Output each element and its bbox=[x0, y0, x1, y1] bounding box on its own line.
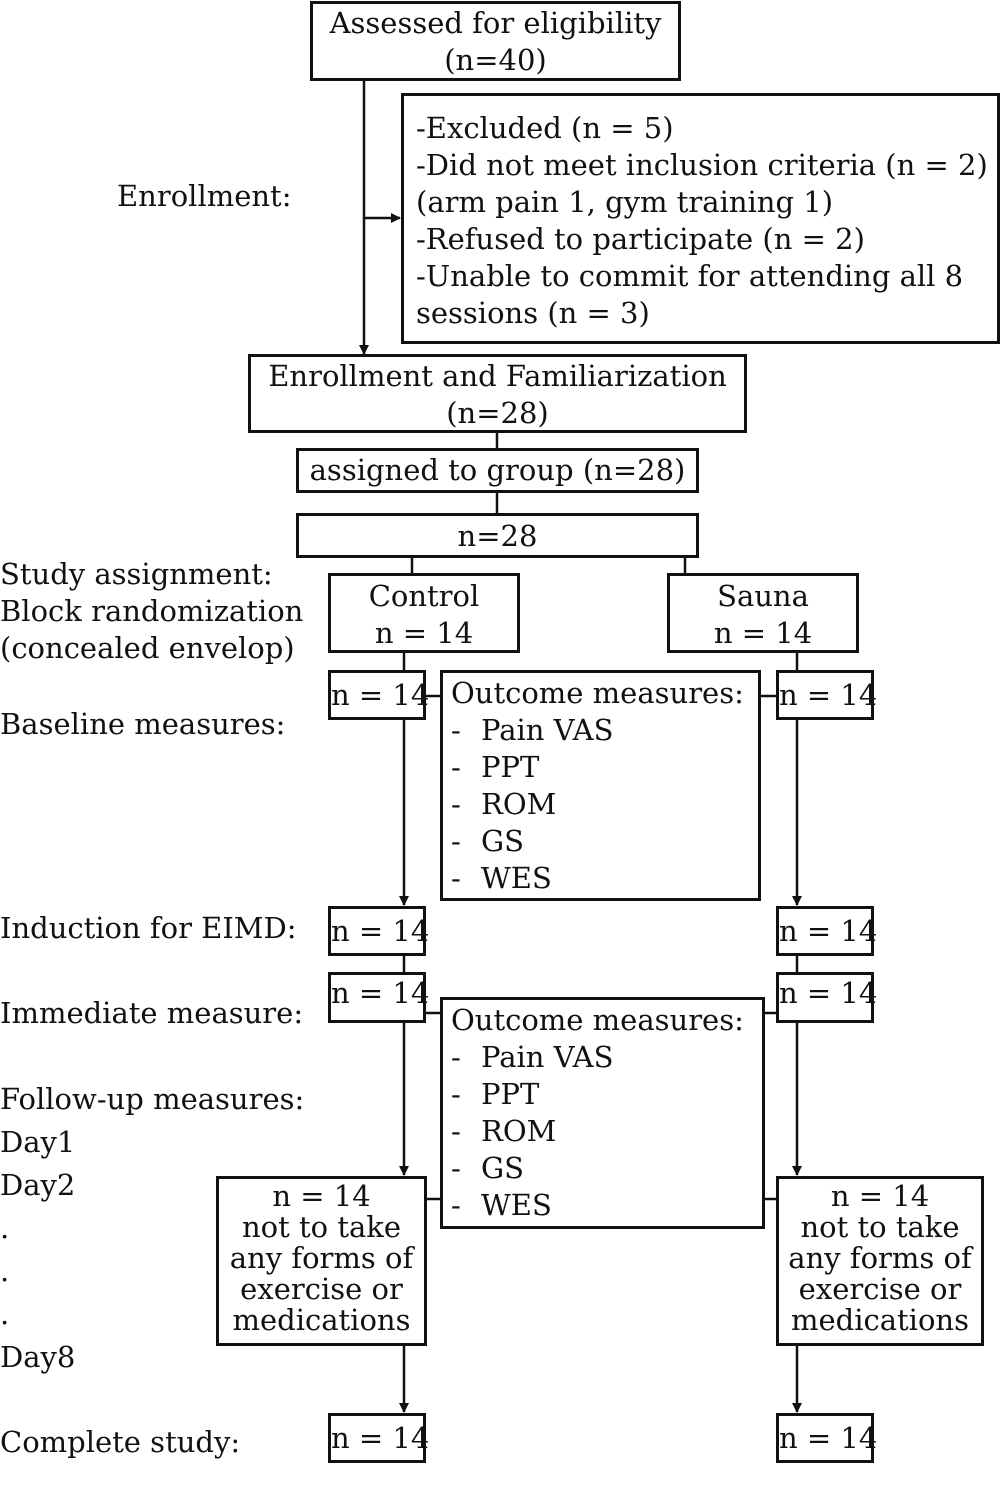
sauna-group-name: Sauna bbox=[717, 579, 809, 613]
sauna-induction-box: n = 14 bbox=[776, 906, 878, 956]
sauna-followup-box: n = 14 not to take any forms of exercise… bbox=[776, 1176, 984, 1346]
control-group-count: n = 14 bbox=[374, 616, 474, 650]
excluded-line-1: -Excluded (n = 5) bbox=[416, 111, 674, 145]
label-dot-3: . bbox=[0, 1297, 10, 1331]
excluded-line-3: (arm pain 1, gym training 1) bbox=[416, 185, 834, 219]
outcome-2-item: -WES bbox=[451, 1188, 552, 1222]
sauna-induction-count: n = 14 bbox=[779, 914, 878, 948]
outcome-1-item: -Pain VAS bbox=[451, 713, 614, 747]
control-followup-line-2: not to take bbox=[241, 1210, 402, 1244]
assessed-count: (n=40) bbox=[444, 43, 547, 77]
control-followup-line-1: n = 14 bbox=[272, 1179, 371, 1213]
control-baseline-count: n = 14 bbox=[331, 678, 430, 712]
assigned-box: assigned to group (n=28) bbox=[296, 448, 699, 493]
excluded-line-6: sessions (n = 3) bbox=[416, 296, 650, 330]
total-box: n=28 bbox=[296, 513, 699, 558]
assigned-text: assigned to group (n=28) bbox=[309, 453, 686, 487]
control-induction-count: n = 14 bbox=[331, 914, 430, 948]
control-induction-box: n = 14 bbox=[328, 906, 430, 956]
control-immediate-count: n = 14 bbox=[331, 976, 430, 1010]
outcome-measures-box-1: Outcome measures: -Pain VAS -PPT -ROM -G… bbox=[440, 670, 761, 901]
enrollment-familiarization-title: Enrollment and Familiarization bbox=[268, 359, 727, 393]
outcome-1-item: -ROM bbox=[451, 787, 557, 821]
total-text: n=28 bbox=[457, 519, 538, 553]
label-concealed-envelop: (concealed envelop) bbox=[0, 631, 295, 665]
control-baseline-box: n = 14 bbox=[328, 670, 430, 720]
label-dot-2: . bbox=[0, 1254, 10, 1288]
control-complete-count: n = 14 bbox=[331, 1421, 430, 1455]
sauna-followup-line-5: medications bbox=[791, 1303, 969, 1337]
assessed-box: Assessed for eligibility (n=40) bbox=[310, 1, 681, 81]
label-immediate: Immediate measure: bbox=[0, 996, 304, 1030]
label-baseline: Baseline measures: bbox=[0, 707, 286, 741]
outcome-2-item: -GS bbox=[451, 1151, 525, 1185]
sauna-followup-line-4: exercise or bbox=[798, 1272, 962, 1306]
outcome-1-item: -GS bbox=[451, 824, 525, 858]
outcome-1-item: -WES bbox=[451, 861, 552, 895]
outcome-measures-box-2: Outcome measures: -Pain VAS -PPT -ROM -G… bbox=[440, 997, 765, 1229]
outcome-2-item: -Pain VAS bbox=[451, 1040, 614, 1074]
sauna-immediate-box: n = 14 bbox=[776, 972, 878, 1023]
outcome-measures-1-title: Outcome measures: bbox=[451, 676, 744, 710]
outcome-1-item: -PPT bbox=[451, 750, 540, 784]
sauna-followup-line-1: n = 14 bbox=[830, 1179, 930, 1213]
label-dot-1: . bbox=[0, 1211, 10, 1245]
sauna-immediate-count: n = 14 bbox=[779, 976, 878, 1010]
sauna-complete-count: n = 14 bbox=[779, 1421, 878, 1455]
label-induction: Induction for EIMD: bbox=[0, 911, 297, 945]
control-followup-line-4: exercise or bbox=[240, 1272, 403, 1306]
sauna-followup-line-3: any forms of bbox=[788, 1241, 972, 1275]
sauna-baseline-box: n = 14 bbox=[776, 670, 878, 720]
control-group-box: Control n = 14 bbox=[328, 573, 520, 653]
label-day2: Day2 bbox=[0, 1168, 76, 1202]
excluded-line-5: -Unable to commit for attending all 8 bbox=[416, 259, 964, 293]
assessed-title: Assessed for eligibility bbox=[329, 6, 662, 40]
label-followup: Follow-up measures: bbox=[0, 1082, 305, 1116]
sauna-complete-box: n = 14 bbox=[776, 1413, 878, 1463]
outcome-2-item: -ROM bbox=[451, 1114, 557, 1148]
enrollment-familiarization-count: (n=28) bbox=[446, 396, 549, 430]
control-complete-box: n = 14 bbox=[328, 1413, 430, 1463]
label-study-assignment: Study assignment: bbox=[0, 557, 273, 591]
outcome-measures-2-title: Outcome measures: bbox=[451, 1003, 744, 1037]
control-immediate-box: n = 14 bbox=[328, 972, 430, 1023]
control-followup-line-5: medications bbox=[232, 1303, 411, 1337]
label-day1: Day1 bbox=[0, 1125, 76, 1159]
control-group-name: Control bbox=[368, 579, 480, 613]
label-complete: Complete study: bbox=[0, 1425, 241, 1459]
control-followup-box: n = 14 not to take any forms of exercise… bbox=[216, 1176, 427, 1346]
outcome-2-item: -PPT bbox=[451, 1077, 540, 1111]
enrollment-familiarization-box: Enrollment and Familiarization (n=28) bbox=[248, 354, 747, 433]
excluded-line-4: -Refused to participate (n = 2) bbox=[416, 222, 865, 256]
sauna-baseline-count: n = 14 bbox=[779, 678, 878, 712]
sauna-group-box: Sauna n = 14 bbox=[667, 573, 859, 653]
sauna-followup-line-2: not to take bbox=[800, 1210, 960, 1244]
excluded-box: -Excluded (n = 5) -Did not meet inclusio… bbox=[401, 93, 1000, 344]
control-followup-line-3: any forms of bbox=[229, 1241, 414, 1275]
label-day8: Day8 bbox=[0, 1340, 76, 1374]
label-block-randomization: Block randomization bbox=[0, 594, 304, 628]
label-enrollment: Enrollment: bbox=[117, 179, 292, 213]
sauna-group-count: n = 14 bbox=[713, 616, 813, 650]
excluded-line-2: -Did not meet inclusion criteria (n = 2) bbox=[416, 148, 988, 182]
